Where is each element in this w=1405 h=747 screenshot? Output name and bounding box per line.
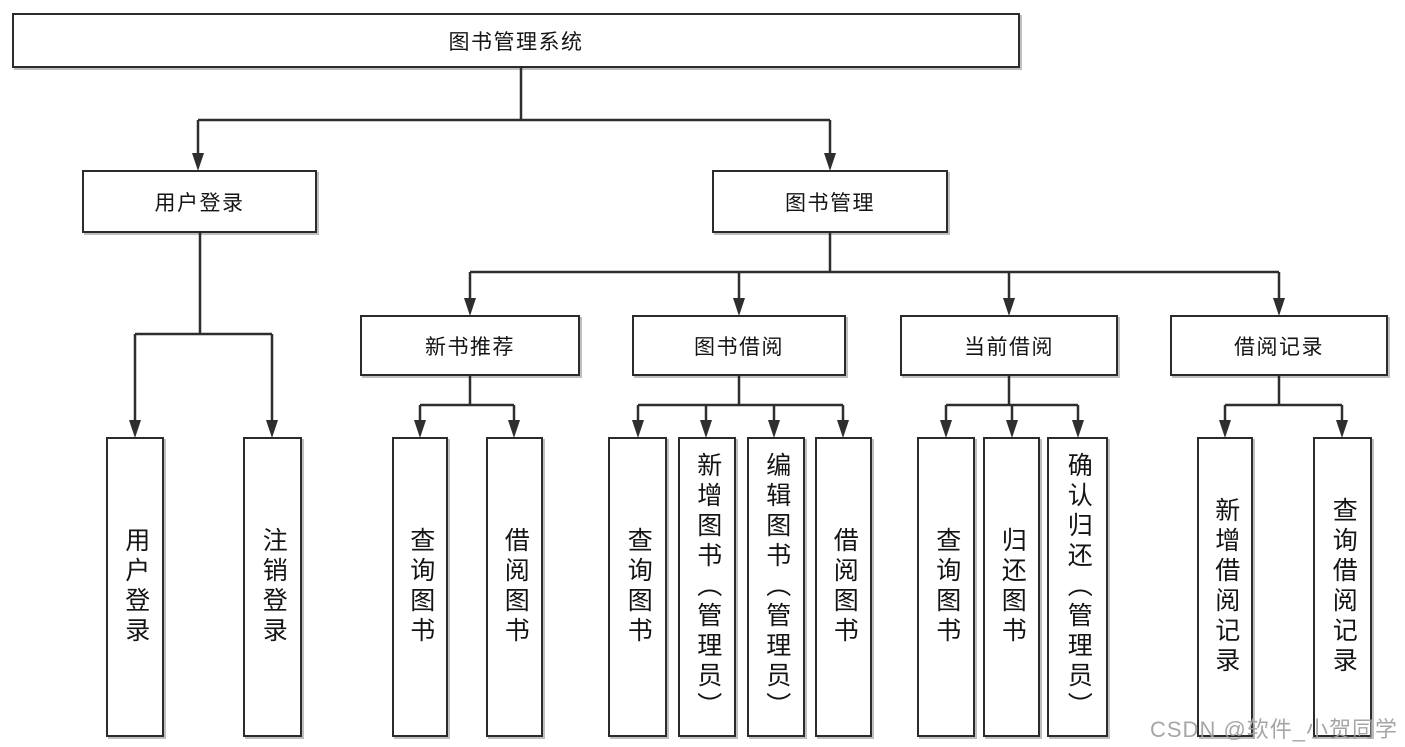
node-leaf-borrow-books: 借阅图书 — [815, 437, 872, 737]
node-leaf-logout: 注销登录 — [243, 437, 302, 737]
leaf-label: 借阅图书 — [830, 527, 859, 647]
node-leaf-confirm-return-admin: 确认归还（管理员） — [1047, 437, 1108, 737]
node-book-borrowing: 图书借阅 — [632, 315, 846, 376]
leaf-label: 查询图书 — [406, 527, 435, 647]
node-leaf-query-borrow-record: 查询借阅记录 — [1313, 437, 1372, 737]
leaf-label: 查询借阅记录 — [1329, 497, 1358, 677]
node-user-login-group: 用户登录 — [82, 170, 317, 233]
leaf-label: 查询图书 — [624, 527, 653, 647]
node-leaf-user-login: 用户登录 — [106, 437, 164, 737]
node-leaf-edit-book-admin: 编辑图书（管理员） — [747, 437, 805, 737]
arrowheads — [129, 153, 1348, 438]
leaf-label: 确认归还（管理员） — [1064, 452, 1093, 722]
node-leaf-return-book: 归还图书 — [983, 437, 1040, 737]
leaf-label: 归还图书 — [998, 527, 1027, 647]
leaf-label: 编辑图书（管理员） — [762, 452, 791, 722]
leaf-label: 借阅图书 — [501, 527, 530, 647]
leaf-label: 新增借阅记录 — [1211, 497, 1240, 677]
node-leaf-add-book-admin: 新增图书（管理员） — [678, 437, 736, 737]
leaf-label: 新增图书（管理员） — [693, 452, 722, 722]
leaf-label: 查询图书 — [932, 527, 961, 647]
node-book-management: 图书管理 — [712, 170, 948, 233]
node-leaf-borrow-books-recommend: 借阅图书 — [486, 437, 543, 737]
csdn-watermark: CSDN @软件_小贺同学 — [1150, 717, 1399, 742]
node-leaf-query-books-current: 查询图书 — [917, 437, 975, 737]
leaf-label: 注销登录 — [259, 527, 288, 647]
leaf-label: 用户登录 — [121, 527, 150, 647]
node-borrowing-records: 借阅记录 — [1170, 315, 1388, 376]
node-new-book-recommendation: 新书推荐 — [360, 315, 580, 376]
node-leaf-query-books-recommend: 查询图书 — [392, 437, 448, 737]
node-current-borrowing: 当前借阅 — [900, 315, 1118, 376]
node-library-management-system: 图书管理系统 — [12, 13, 1020, 68]
node-leaf-query-books-borrow: 查询图书 — [608, 437, 667, 737]
node-leaf-add-borrow-record: 新增借阅记录 — [1197, 437, 1253, 737]
